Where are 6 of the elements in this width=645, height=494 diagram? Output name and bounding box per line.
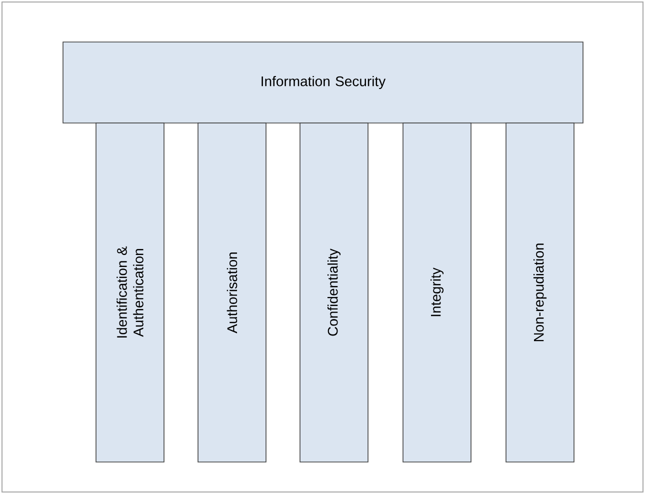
pillar-box: Confidentiality	[300, 122, 368, 462]
pillar-box: Integrity	[402, 122, 472, 462]
roof-box: Information Security	[62, 42, 584, 124]
pillar-box: Non-repudiation	[506, 122, 574, 462]
pillar-box: Identification & Authentication	[96, 122, 164, 462]
pillar-box: Authorisation	[198, 122, 266, 462]
